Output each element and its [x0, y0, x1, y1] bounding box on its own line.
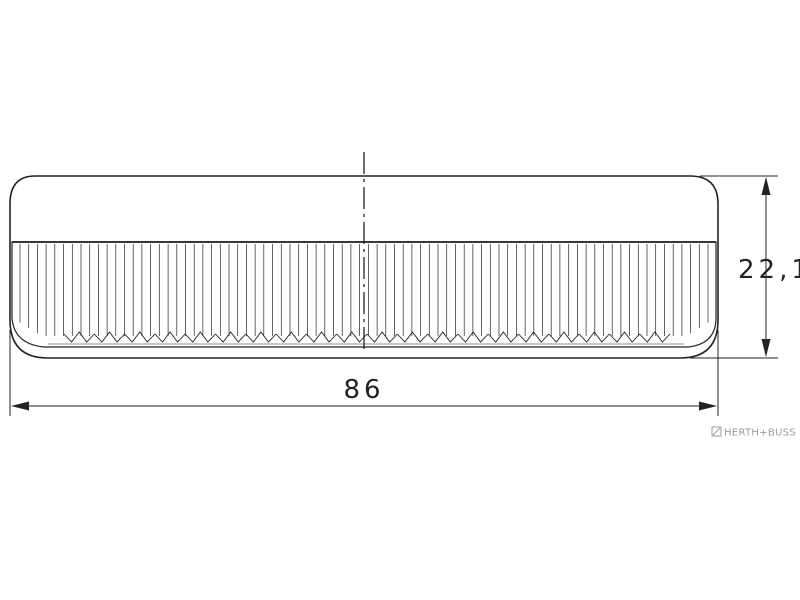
height-arrow-bottom — [761, 339, 771, 357]
hb-logo-icon — [711, 426, 722, 437]
width-label: 86 — [343, 375, 384, 405]
prism-tooth — [63, 331, 95, 343]
width-arrow-left — [11, 401, 29, 411]
prism-tooth — [366, 331, 398, 343]
prism-tooth — [275, 331, 307, 343]
prism-tooth — [518, 331, 550, 343]
reflector-band-outline — [11, 241, 717, 348]
prism-tooth — [548, 331, 580, 343]
prism-teeth — [48, 331, 684, 345]
prism-tooth — [215, 331, 247, 343]
prism-tooth — [93, 331, 125, 343]
prism-tooth — [639, 331, 671, 343]
prism-tooth — [245, 331, 277, 343]
prism-tooth — [427, 331, 459, 343]
prism-tooth — [578, 331, 610, 343]
prism-tooth — [396, 331, 428, 343]
prism-tooth — [184, 331, 216, 343]
prism-tooth — [609, 331, 641, 343]
prism-tooth — [306, 331, 338, 343]
width-arrow-right — [699, 401, 717, 411]
height-dimension: 22,1 — [690, 175, 800, 359]
height-label: 22,1 — [738, 255, 800, 285]
prism-tooth — [336, 331, 368, 343]
prism-tooth — [154, 331, 186, 343]
height-arrow-top — [761, 177, 771, 195]
lens-outline — [9, 175, 719, 359]
reflector-ribs — [19, 244, 709, 336]
watermark-text: HERTH+BUSS — [724, 428, 796, 439]
herth-buss-watermark: HERTH+BUSS — [711, 426, 796, 439]
prism-tooth — [487, 331, 519, 343]
width-dimension: 86 — [9, 330, 719, 416]
prism-tooth — [457, 331, 489, 343]
prism-tooth — [124, 331, 156, 343]
